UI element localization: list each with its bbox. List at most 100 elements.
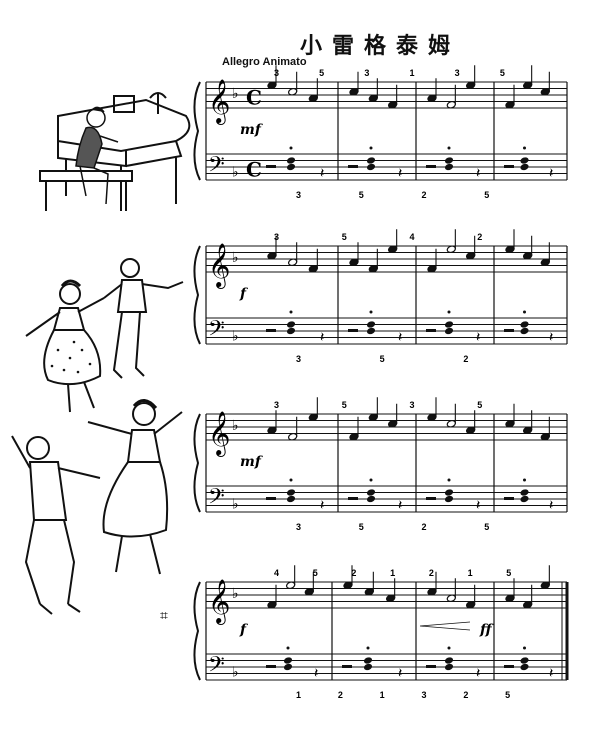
bass-fingering: 5 — [359, 522, 364, 532]
staccato-dot — [523, 146, 526, 150]
half-rest — [348, 329, 358, 332]
treble-fingering: 3 — [410, 400, 415, 410]
bass-clef: 𝄢 — [208, 653, 225, 683]
crescendo-hairpin — [419, 621, 471, 631]
bass-fingering: 3 — [296, 354, 301, 364]
treble-fingering: 4 — [410, 232, 415, 242]
side-mark: ⌗ — [160, 608, 168, 624]
bass-chord-note — [286, 157, 296, 164]
treble-fingering: 5 — [342, 232, 347, 242]
key-signature-flat: ♭ — [232, 329, 239, 345]
staccato-dot — [523, 646, 526, 650]
quarter-rest: 𝄽 — [476, 498, 480, 514]
treble-fingering: 3 — [274, 400, 279, 410]
bass-chord-note — [286, 495, 296, 503]
bass-fingering: 1 — [296, 690, 301, 700]
dynamic-marking: f — [239, 286, 249, 302]
treble-fingering: 3 — [455, 68, 460, 78]
key-signature-flat: ♭ — [232, 665, 239, 681]
page-title: 小雷格泰姆 — [300, 34, 461, 59]
bass-chord-note — [444, 321, 454, 328]
staff-brace — [193, 245, 201, 345]
quarter-rest: 𝄽 — [320, 498, 324, 514]
bass-chord-note — [366, 321, 376, 328]
treble-fingering: 5 — [319, 68, 324, 78]
bass-chord-note — [444, 157, 454, 164]
quarter-rest: 𝄽 — [549, 666, 553, 682]
piano-player-illustration — [39, 92, 191, 211]
bass-chord-note — [286, 163, 296, 171]
key-signature-flat: ♭ — [232, 497, 239, 513]
bass-chord-note — [520, 489, 529, 496]
staccato-dot — [447, 146, 451, 150]
staff-brace — [193, 413, 201, 513]
treble-fingering: 3 — [274, 232, 279, 242]
bass-chord-note — [444, 657, 454, 664]
staccato-dot — [447, 478, 451, 482]
bass-chord-note — [283, 657, 293, 664]
bass-chord-note — [363, 657, 373, 664]
half-rest — [504, 329, 514, 332]
bass-clef: 𝄢 — [208, 485, 225, 515]
half-rest — [348, 165, 358, 168]
bass-fingering: 2 — [422, 190, 427, 200]
dancing-couple-2-illustration — [11, 399, 183, 615]
treble-fingering: 2 — [477, 232, 482, 242]
bass-fingering: 2 — [338, 690, 343, 700]
bass-fingering: 2 — [422, 522, 427, 532]
treble-fingering: 3 — [364, 68, 369, 78]
bass-chord-note — [444, 489, 454, 496]
quarter-rest: 𝄽 — [476, 666, 480, 682]
time-signature: C — [246, 86, 262, 110]
staccato-dot — [289, 146, 293, 150]
quarter-rest: 𝄽 — [549, 330, 553, 346]
bass-chord-note — [286, 321, 296, 328]
bass-chord-note — [286, 327, 296, 335]
bass-clef: 𝄢 — [208, 153, 225, 183]
bass-fingering: 2 — [463, 354, 468, 364]
half-rest — [504, 497, 514, 500]
bass-chord-note — [286, 489, 296, 496]
bass-fingering: 5 — [380, 354, 385, 364]
treble-fingering: 4 — [274, 568, 279, 578]
bass-fingering: 1 — [380, 690, 385, 700]
quarter-rest: 𝄽 — [549, 166, 553, 182]
bass-fingering: 5 — [484, 190, 489, 200]
half-rest — [504, 665, 514, 668]
bass-fingering: 3 — [296, 522, 301, 532]
treble-fingering: 5 — [500, 68, 505, 78]
bass-chord-note — [520, 495, 529, 503]
bass-fingering: 5 — [359, 190, 364, 200]
staccato-dot — [523, 478, 526, 482]
treble-fingering: 5 — [506, 568, 511, 578]
dynamic-marking-2: ff — [479, 622, 494, 638]
staccato-dot — [289, 478, 293, 482]
treble-fingering: 3 — [274, 68, 279, 78]
time-signature: C — [246, 158, 262, 182]
key-signature-flat: ♭ — [232, 250, 239, 266]
quarter-rest: 𝄽 — [549, 498, 553, 514]
staff-brace — [193, 81, 201, 181]
bass-chord-note — [366, 489, 376, 496]
bass-chord-note — [444, 663, 454, 671]
half-rest — [348, 497, 358, 500]
quarter-rest: 𝄽 — [320, 166, 324, 182]
key-signature-flat: ♭ — [232, 586, 239, 602]
bass-chord-note — [520, 663, 529, 671]
bass-chord-note — [366, 495, 376, 503]
dynamic-marking: f — [239, 622, 249, 638]
bass-fingering: 3 — [422, 690, 427, 700]
quarter-rest: 𝄽 — [398, 166, 402, 182]
quarter-rest: 𝄽 — [476, 166, 480, 182]
key-signature-flat: ♭ — [232, 418, 239, 434]
treble-fingering: 2 — [429, 568, 434, 578]
bass-chord-note — [520, 163, 529, 171]
staccato-dot — [369, 310, 373, 314]
tempo-marking: Allegro Animato — [222, 56, 307, 68]
bass-fingering: 5 — [505, 690, 510, 700]
dancing-couple-illustration — [25, 258, 184, 413]
treble-clef: 𝄞 — [208, 243, 230, 289]
key-signature-flat: ♭ — [232, 165, 239, 181]
bass-fingering: 3 — [296, 190, 301, 200]
